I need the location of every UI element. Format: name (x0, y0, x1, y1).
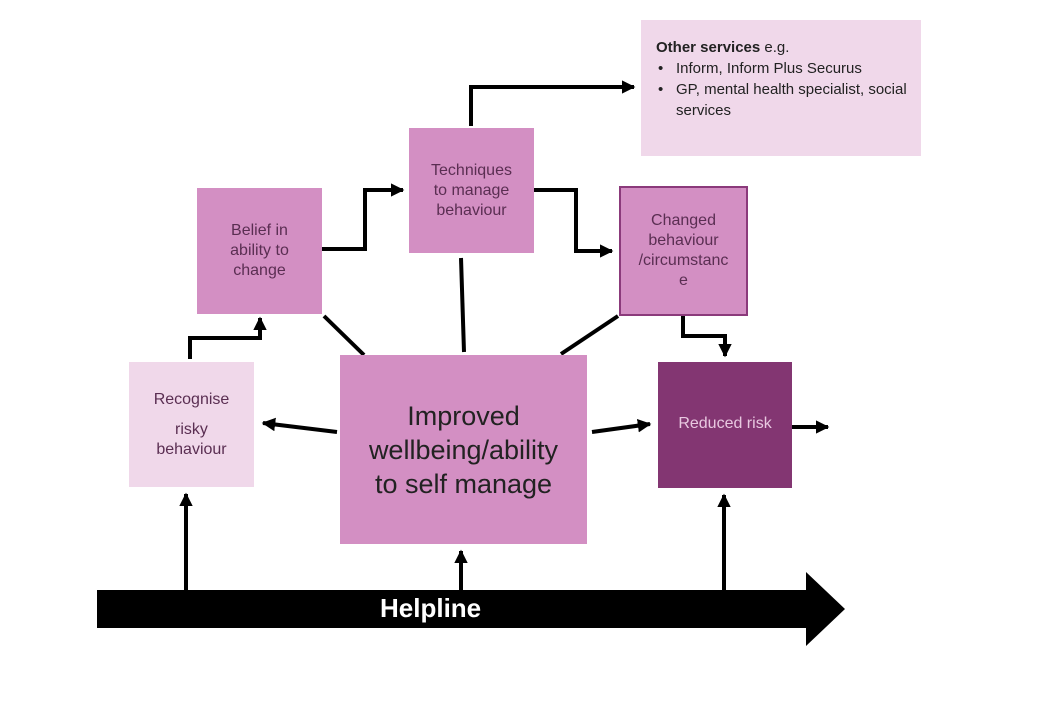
node-recognise-risky-behaviour: Recognise risky behaviour (129, 362, 254, 487)
node-techniques-line-1: Techniques (431, 161, 512, 179)
bullet-icon: • (658, 81, 664, 98)
node-belief-in-ability: Belief in ability to change (197, 188, 322, 314)
node-techniques-line-2: to manage (433, 181, 510, 199)
helpline-label: Helpline (380, 593, 482, 623)
node-recognise-line-2: risky (175, 420, 208, 438)
spoke-to-techniques (459, 257, 466, 353)
other-services-item-2: GP, mental health specialist, social ser… (676, 81, 907, 119)
node-changed-behaviour: Changed behaviour /circumstanc e (619, 186, 748, 316)
node-improved-line-3: to self manage (374, 468, 553, 499)
node-improved-line-2: wellbeing/ability (368, 434, 559, 465)
node-changed-line-1: Changed (651, 212, 716, 229)
bullet-icon: • (658, 60, 664, 77)
node-other-services: Other services e.g. • Inform, Inform Plu… (641, 20, 921, 156)
arrow-techniques-to-other-services (469, 80, 636, 126)
node-belief-line-2: ability to (230, 242, 289, 259)
node-reduced-label: Reduced risk (678, 415, 772, 432)
other-services-title-rest: e.g. (760, 39, 790, 56)
other-services-title: Other services e.g. (656, 37, 789, 58)
node-techniques-line-3: behaviour (436, 201, 507, 219)
node-improved-line-1: Improved (407, 400, 520, 431)
node-recognise-line-3: behaviour (156, 440, 227, 458)
arrow-techniques-to-changed (534, 188, 614, 258)
arrow-belief-to-techniques (322, 183, 405, 251)
node-belief-line-1: Belief in (231, 222, 288, 239)
arrow-recognise-to-belief (188, 316, 267, 359)
node-reduced-risk: Reduced risk (658, 362, 792, 488)
helpline-arrow-shape (97, 572, 845, 646)
node-changed-line-4: e (679, 272, 688, 289)
arrow-changed-to-reduced (681, 316, 732, 358)
node-recognise-line-1: Recognise (153, 390, 230, 408)
other-services-list: • Inform, Inform Plus Securus • GP, ment… (656, 58, 911, 121)
other-services-title-bold: Other services (656, 39, 761, 56)
spoke-to-changed (559, 314, 620, 356)
other-services-item: • Inform, Inform Plus Securus (656, 58, 911, 79)
node-changed-line-3: /circumstanc (638, 252, 729, 269)
arrow-improved-to-reduced (591, 418, 652, 434)
node-techniques: Techniques to manage behaviour (409, 128, 534, 253)
other-services-item-1: Inform, Inform Plus Securus (676, 60, 862, 77)
spoke-to-belief (322, 314, 366, 357)
arrow-improved-to-recognise (261, 417, 338, 434)
node-belief-line-3: change (233, 262, 286, 279)
node-improved-wellbeing: Improved wellbeing/ability to self manag… (340, 355, 587, 544)
other-services-item: • GP, mental health specialist, social s… (656, 79, 911, 121)
node-changed-line-2: behaviour (648, 232, 719, 249)
